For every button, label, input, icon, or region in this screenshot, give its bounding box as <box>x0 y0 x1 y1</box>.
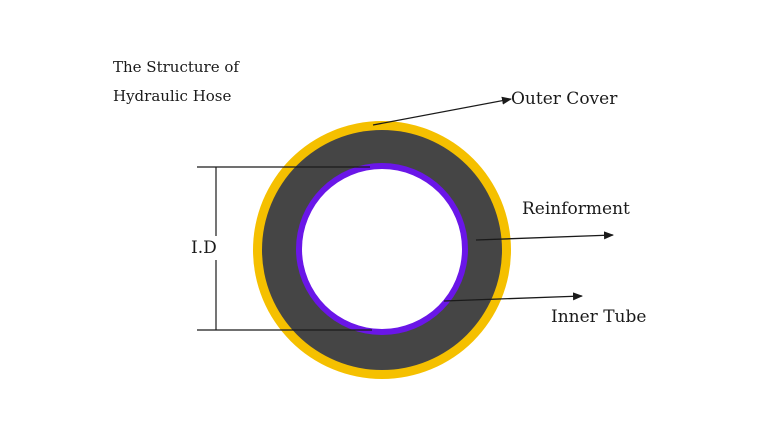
reinforcement-label: Reinforment <box>522 199 630 219</box>
reinforcement-arrow <box>475 231 614 241</box>
outer-cover-label: Outer Cover <box>511 89 618 109</box>
outer-cover-arrow <box>372 96 512 126</box>
inner-diameter-label: I.D <box>191 236 217 260</box>
diagram-title-line-2: Hydraulic Hose <box>113 87 232 105</box>
diagram-title-line-1: The Structure of <box>113 58 239 76</box>
bore <box>302 169 462 329</box>
inner-tube-arrow <box>443 292 583 302</box>
inner-tube-label: Inner Tube <box>551 307 647 327</box>
